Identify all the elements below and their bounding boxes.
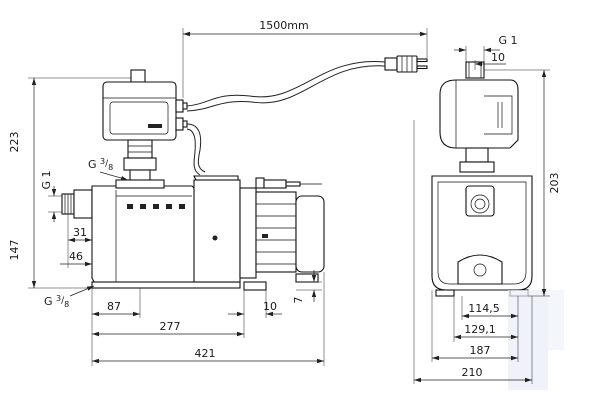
control-unit	[102, 69, 188, 191]
dim-421-label: 421	[195, 347, 216, 360]
plug-icon	[384, 55, 428, 73]
thread-g38-bottom-label: G 3/8	[44, 294, 69, 309]
dim-203-label: 203	[548, 173, 561, 194]
dim-31-label: 31	[73, 226, 87, 239]
dim-223-label: 223	[8, 132, 21, 153]
dim-187-label: 187	[470, 344, 491, 357]
dim-7-label: 7	[292, 297, 305, 304]
dim-114-5-label: 114,5	[468, 302, 500, 315]
motor	[193, 175, 325, 291]
power-cable-inner	[186, 65, 386, 112]
cable-length-label: 1500mm	[259, 19, 308, 32]
thread-g38-top-label: G 3/8	[88, 157, 113, 172]
power-cable	[186, 61, 386, 107]
side-view: 1500mm 223 147 G 1 G 3/8 31 46 G 3/8	[8, 19, 428, 366]
dim-46-label: 46	[69, 250, 83, 263]
dim-10-side-label: 10	[263, 300, 277, 313]
front-view: G 1 10 203 114,5 129,1 187 210	[413, 34, 564, 390]
sensor-cable	[186, 123, 206, 173]
dim-210-label: 210	[462, 366, 483, 379]
dim-129-1-label: 129,1	[464, 323, 496, 336]
dim-87-label: 87	[107, 300, 121, 313]
dim-147-label: 147	[8, 240, 21, 261]
thread-inlet-label: G 1	[40, 170, 53, 189]
thread-outlet-label: G 1	[498, 34, 517, 47]
dim-10-front-label: 10	[491, 51, 505, 64]
sensor-cable-inner	[186, 128, 201, 176]
pump-body	[61, 179, 241, 289]
dim-277-label: 277	[160, 320, 181, 333]
